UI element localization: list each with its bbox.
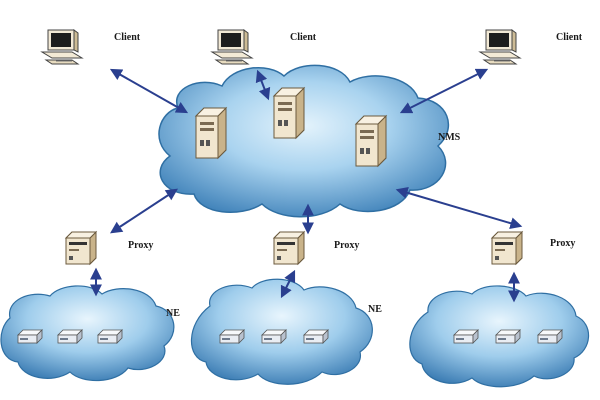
ne-device xyxy=(17,329,43,344)
client-label-right: Client xyxy=(556,32,583,43)
link-proxy-ne-middle xyxy=(280,269,296,299)
client-computer-right xyxy=(479,29,521,65)
ne-devices-middle xyxy=(219,329,329,344)
client-label-middle: Client xyxy=(290,32,317,43)
ne-device xyxy=(495,329,521,344)
proxy-server-left xyxy=(65,231,97,265)
ne-device xyxy=(537,329,563,344)
nms-server-2 xyxy=(273,87,305,139)
ne-device xyxy=(97,329,123,344)
proxy-server-right xyxy=(491,231,523,265)
proxy-label-left: Proxy xyxy=(128,240,154,251)
link-client-middle xyxy=(255,69,271,101)
nms-cloud xyxy=(158,64,449,218)
ne-device xyxy=(453,329,479,344)
ne-cloud-left xyxy=(0,285,175,382)
nms-server-3 xyxy=(355,115,387,167)
link-nms-proxy-left xyxy=(109,188,179,234)
client-label-left: Client xyxy=(114,32,141,43)
ne-label-middle: NE xyxy=(368,304,382,315)
client-computer-middle xyxy=(211,29,253,65)
nms-label: NMS xyxy=(438,132,461,143)
links xyxy=(90,68,523,303)
proxy-server-middle xyxy=(273,231,305,265)
ne-label-left: NE xyxy=(166,308,180,319)
ne-devices-right xyxy=(453,329,563,344)
ne-device xyxy=(303,329,329,344)
nms-server-1 xyxy=(195,107,227,159)
ne-device xyxy=(219,329,245,344)
proxy-label-middle: Proxy xyxy=(334,240,360,251)
ne-devices-left xyxy=(17,329,123,344)
client-computer-left xyxy=(41,29,83,65)
link-nms-proxy-right xyxy=(395,186,523,230)
link-client-right xyxy=(399,68,489,114)
proxy-label-right: Proxy xyxy=(550,238,576,249)
ne-device xyxy=(57,329,83,344)
link-client-left xyxy=(109,68,189,114)
ne-device xyxy=(261,329,287,344)
